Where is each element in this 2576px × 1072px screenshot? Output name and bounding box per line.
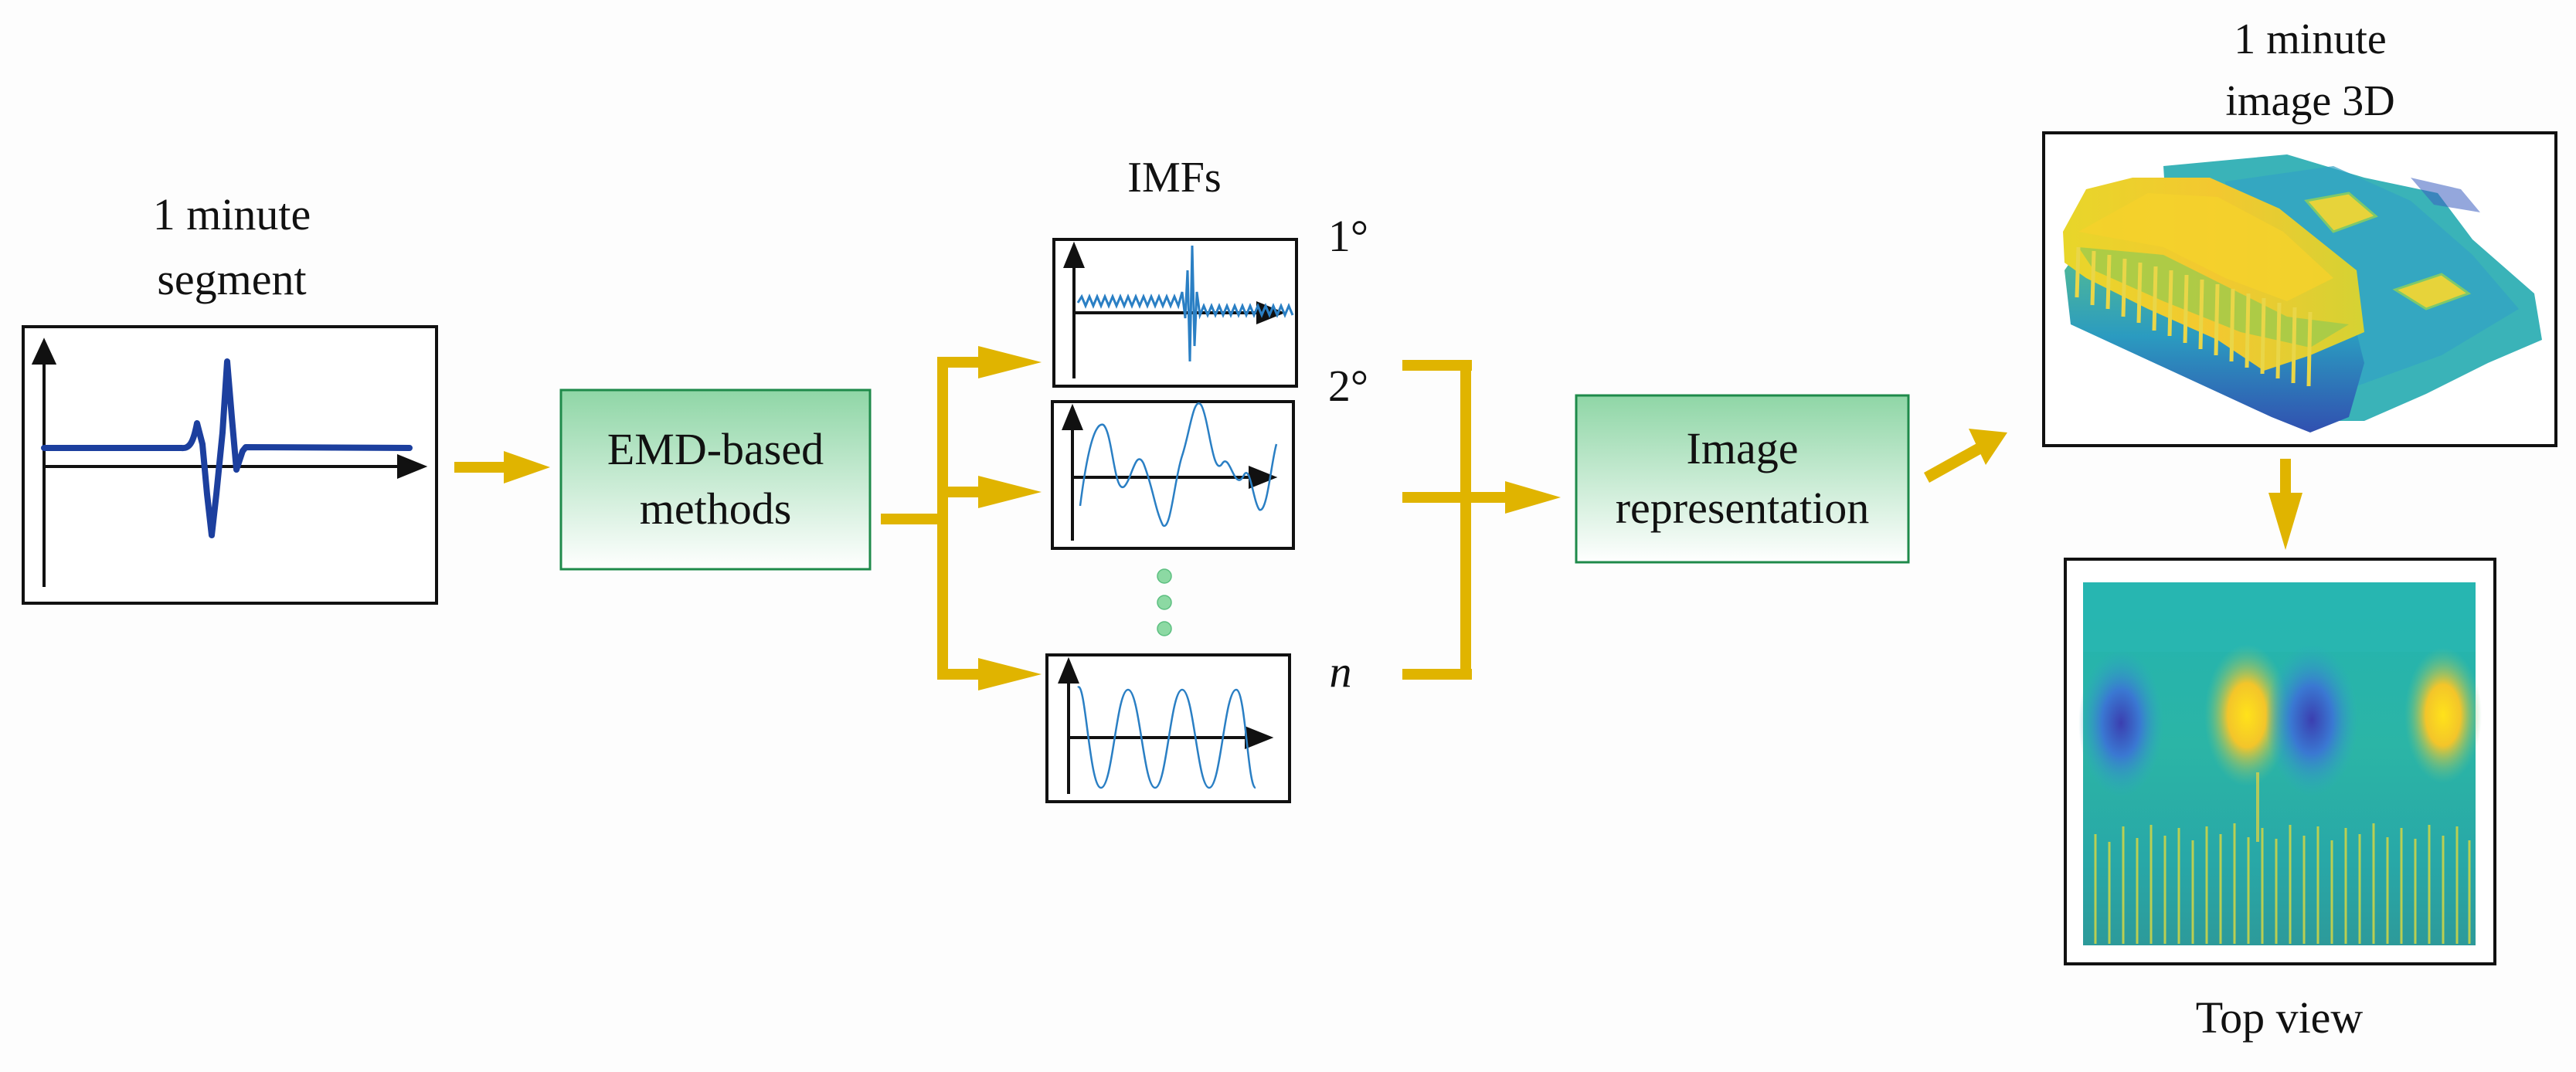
topview-blobs xyxy=(2078,644,2482,796)
segment-title-line1: 1 minute xyxy=(152,189,311,239)
arrow-image-to-3d xyxy=(1924,429,2007,483)
topview-stripes xyxy=(2094,823,2471,944)
imfs-title: IMFs xyxy=(1127,154,1222,202)
arrow-3d-to-topview xyxy=(2268,459,2302,550)
imf-label-1: 1° xyxy=(1327,211,1369,261)
image-3d-title: 1 minute image 3D xyxy=(2187,9,2434,132)
segment-axes xyxy=(31,338,428,587)
image-3d-title-line1: 1 minute xyxy=(2234,15,2387,63)
imf-panel-n xyxy=(1045,653,1291,803)
segment-signal xyxy=(41,358,413,538)
image-3d-panel xyxy=(2042,131,2557,447)
imf-panel-2 xyxy=(1051,400,1295,550)
arrow-segment-to-emd xyxy=(454,451,550,483)
image-representation-line1: Image xyxy=(1686,423,1799,474)
image-representation-box xyxy=(1575,394,1910,564)
image-representation-label: Image representation xyxy=(1576,395,1908,562)
imf-n-signal xyxy=(1076,686,1257,789)
topview-caption: Top view xyxy=(2195,992,2364,1043)
emd-box xyxy=(559,388,872,571)
emd-box-line2: methods xyxy=(639,483,792,534)
segment-panel xyxy=(22,325,438,605)
imf-2-signal xyxy=(1079,402,1278,528)
image-representation-line2: representation xyxy=(1615,483,1870,533)
imf-label-n: n xyxy=(1329,646,1352,697)
imf-label-2: 2° xyxy=(1327,361,1369,411)
image-3d-title-line2: image 3D xyxy=(2225,76,2395,125)
bracket-emd-to-imfs xyxy=(881,346,1042,690)
emd-box-label: EMD-based methods xyxy=(561,390,870,569)
bracket-imfs-to-image xyxy=(1402,360,1561,680)
emd-box-line1: EMD-based xyxy=(607,424,824,475)
imf-1-signal xyxy=(1076,245,1294,362)
topview-panel xyxy=(2064,558,2496,965)
imf-ellipsis-dots xyxy=(1157,568,1172,636)
imf-panel-1 xyxy=(1052,238,1298,388)
surface-3d-teeth xyxy=(2075,246,2313,387)
segment-title-line2: segment xyxy=(157,254,307,305)
segment-title: 1 minute segment xyxy=(108,182,355,312)
